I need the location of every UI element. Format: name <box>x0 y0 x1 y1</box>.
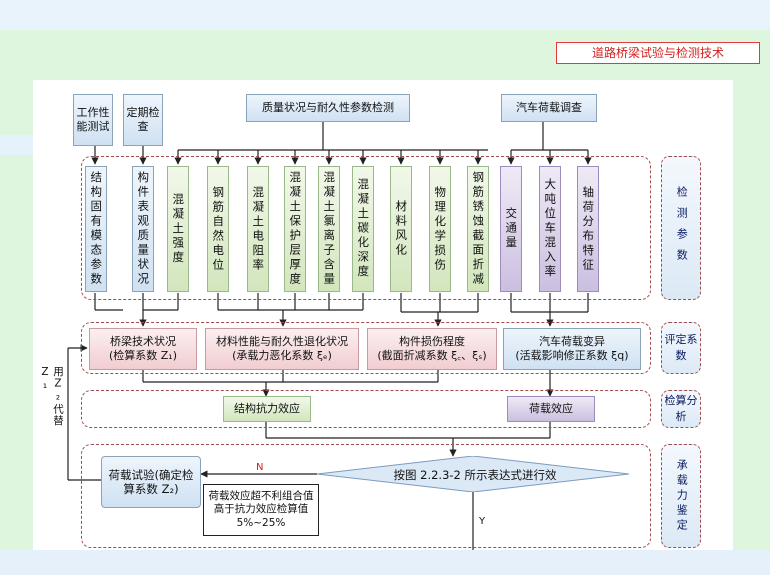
material-degradation-coeff: (承载力恶化系数 ξₑ) <box>232 349 332 362</box>
side-detect-params: 检测参数 <box>661 156 701 300</box>
param-traffic-volume: 交通量 <box>500 166 522 292</box>
side-calc-analysis: 检算分析 <box>661 390 701 428</box>
quality-durability-test-box: 质量状况与耐久性参数检测 <box>246 94 410 122</box>
param-heavy-truck-rate: 大吨位车混入率 <box>539 166 561 292</box>
param-chloride: 混凝土氯离子含量 <box>318 166 340 292</box>
periodic-inspection-box: 定期检查 <box>123 94 163 146</box>
calc-analysis-group <box>81 390 651 428</box>
side-eval-coeff: 评定系数 <box>661 322 701 374</box>
bridge-condition-coeff: (检算系数 Z₁) <box>108 349 178 362</box>
detect-params-group <box>81 156 651 300</box>
param-corrosion-reduction: 钢筋锈蚀截面折减 <box>467 166 489 292</box>
side-bearing-capacity: 承载力鉴定 <box>661 444 701 548</box>
top-band <box>0 0 770 30</box>
replace-z-label: 用Z₂代替Z₁ <box>39 366 66 446</box>
vehicle-load-variation-box: 汽车荷载变异 (活载影响修正系数 ξq) <box>503 328 641 370</box>
left-notch <box>0 135 34 155</box>
param-resistivity: 混凝土电阻率 <box>247 166 269 292</box>
param-carbonation: 混凝土碳化深度 <box>352 166 374 292</box>
structural-resistance-box: 结构抗力效应 <box>223 396 311 422</box>
slide-title: 道路桥梁试验与检测技术 <box>556 42 760 64</box>
param-weathering: 材料风化 <box>390 166 412 292</box>
material-degradation-title: 材料性能与耐久性退化状况 <box>216 335 348 349</box>
no-branch-label: N <box>256 462 264 473</box>
param-physchem-damage: 物理化学损伤 <box>429 166 451 292</box>
component-damage-coeff: (截面折减系数 ξ꜀、ξₛ) <box>377 349 487 362</box>
param-concrete-strength: 混凝土强度 <box>167 166 189 292</box>
load-test-box: 荷载试验(确定检算系数 Z₂) <box>101 456 201 508</box>
overload-note-box: 荷载效应超不利组合值高于抗力效应检算值 5%~25% <box>203 484 319 536</box>
material-degradation-box: 材料性能与耐久性退化状况 (承载力恶化系数 ξₑ) <box>205 328 359 370</box>
bridge-condition-box: 桥梁技术状况 (检算系数 Z₁) <box>89 328 197 370</box>
param-cover-thickness: 混凝土保护层厚度 <box>284 166 306 292</box>
bottom-band <box>0 550 770 575</box>
vehicle-load-variation-coeff: (活载影响修正系数 ξq) <box>515 349 629 362</box>
param-rebar-potential: 钢筋自然电位 <box>207 166 229 292</box>
bridge-condition-title: 桥梁技术状况 <box>110 335 176 349</box>
param-axle-load: 轴荷分布特征 <box>577 166 599 292</box>
work-performance-test-box: 工作性能测试 <box>73 94 113 146</box>
component-damage-title: 构件损伤程度 <box>399 335 465 349</box>
param-appearance: 构件表观质量状况 <box>132 166 154 292</box>
bearing-capacity-group <box>81 444 651 548</box>
eval-coeff-group <box>81 322 651 374</box>
diamond-text: 按图 2.2.3-2 所示表达式进行效 <box>393 468 557 482</box>
param-modal: 结构固有模态参数 <box>85 166 107 292</box>
vehicle-load-variation-title: 汽车荷载变异 <box>539 335 605 349</box>
yes-branch-label: Y <box>479 516 486 527</box>
evaluation-diamond <box>317 456 629 492</box>
load-effect-box: 荷载效应 <box>507 396 595 422</box>
component-damage-box: 构件损伤程度 (截面折减系数 ξ꜀、ξₛ) <box>367 328 497 370</box>
connector-lines <box>67 122 592 550</box>
vehicle-load-survey-box: 汽车荷载调查 <box>501 94 597 122</box>
flowchart-canvas: 工作性能测试 定期检查 质量状况与耐久性参数检测 汽车荷载调查 结构固有模态参数… <box>33 80 733 550</box>
